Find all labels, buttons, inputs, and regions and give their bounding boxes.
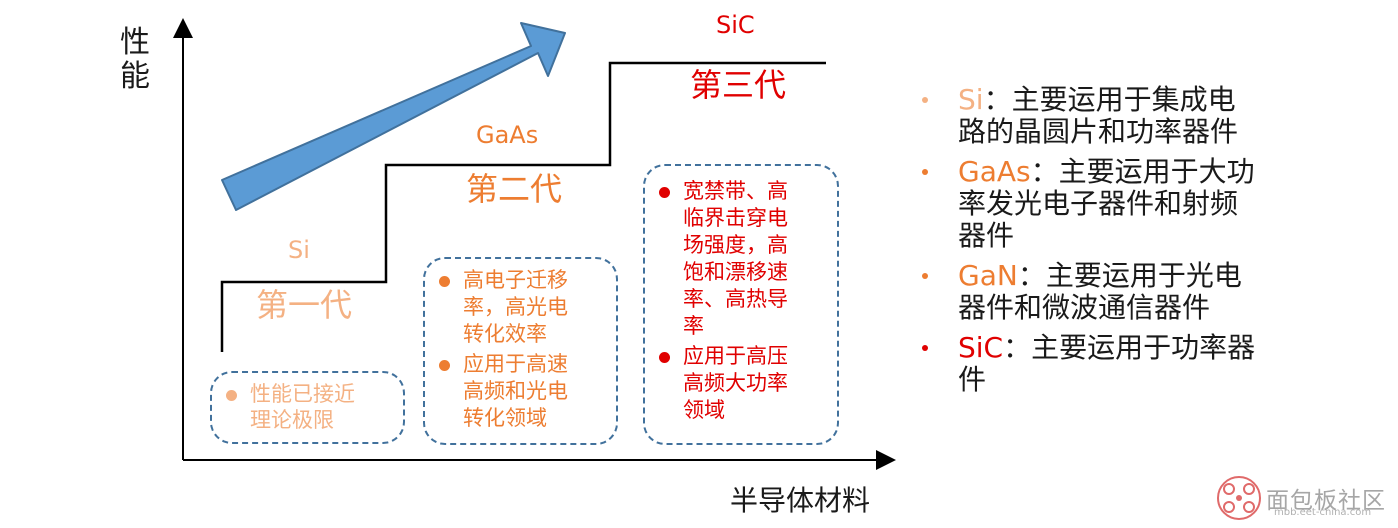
application-line: 器件和微波通信器件 [958,291,1211,324]
application-text: 主要运用于大功 [1058,155,1255,188]
network-logo-icon [1217,476,1261,520]
application-separator: ： [1017,259,1046,292]
bullet-dot-icon [922,345,928,351]
application-item-gan: GaN：主要运用于光电 器件和微波通信器件 [920,260,1255,324]
application-text: 主要运用于集成电 [1011,83,1236,116]
gen2-feature-box: 高电子迁移 率，高光电 转化效率 应用于高速 高频和光电 转化领域 [423,257,618,445]
applications-list: Si：主要运用于集成电 路的晶圆片和功率器件 GaAs：主要运用于大功 率发光电… [920,84,1255,396]
application-separator: ： [1030,155,1059,188]
application-separator: ： [983,83,1012,116]
application-text: 主要运用于光电 [1045,259,1242,292]
growth-arrow-icon [221,22,566,211]
y-axis-label-top: 性 [120,25,150,60]
gen3-bullet: 宽禁带、高 临界击穿电 场强度，高 饱和漂移速 率、高热导 率 [655,178,788,340]
application-line: 器件 [958,219,1015,252]
bullet-line: 应用于高速 [463,352,568,376]
material-sic: SiC [716,11,755,39]
bullet-dot-icon [439,360,450,371]
application-item-gaas: GaAs：主要运用于大功 率发光电子器件和射频 器件 [920,156,1255,252]
application-line: GaAs：主要运用于大功 [958,156,1255,188]
material-gaas: GaAs [476,121,539,149]
y-axis-label-bottom: 能 [120,59,150,94]
bullet-dot-icon [922,273,928,279]
gen2-bullet: 应用于高速 高频和光电 转化领域 [435,351,568,432]
application-text: 主要运用于功率器 [1031,331,1256,364]
bullet-line: 性能已接近 [250,382,355,406]
bullet-line: 转化领域 [463,406,547,430]
application-material: SiC [958,331,1004,364]
bullet-line: 领域 [683,398,725,422]
bullet-line: 临界击穿电 [683,206,788,230]
application-material: Si [958,83,984,116]
gen3-feature-box: 宽禁带、高 临界击穿电 场强度，高 饱和漂移速 率、高热导 率 应用于高压 高频… [643,164,839,445]
bullet-dot-icon [922,97,928,103]
gen-label-first: 第一代 [256,286,353,324]
bullet-line: 转化效率 [463,322,547,346]
gen2-bullet: 高电子迁移 率，高光电 转化效率 [435,267,568,348]
gen-label-third: 第三代 [690,66,787,104]
bullet-line: 宽禁带、高 [683,179,788,203]
gen1-feature-box: 性能已接近 理论极限 [210,371,405,444]
bullet-line: 高频和光电 [463,379,568,403]
application-material: GaN [958,259,1018,292]
bullet-dot-icon [922,169,928,175]
application-line: GaN：主要运用于光电 [958,260,1255,292]
bullet-line: 高频大功率 [683,371,788,395]
bullet-dot-icon [659,187,670,198]
x-axis-label: 半导体材料 [730,484,871,517]
material-si: Si [288,236,310,264]
application-item-si: Si：主要运用于集成电 路的晶圆片和功率器件 [920,84,1255,148]
application-line: SiC：主要运用于功率器 [958,332,1255,364]
application-line: Si：主要运用于集成电 [958,84,1255,116]
bullet-dot-icon [439,276,450,287]
bullet-line: 率，高光电 [463,295,568,319]
performance-step-line [220,61,826,352]
gen3-bullet: 应用于高压 高频大功率 领域 [655,343,788,424]
bullet-line: 场强度，高 [683,233,788,257]
application-line: 率发光电子器件和射频 [958,187,1239,220]
bullet-line: 率、高热导 [683,287,788,311]
application-separator: ： [1003,331,1032,364]
bullet-line: 率 [683,314,704,338]
bullet-dot-icon [226,390,237,401]
bullet-line: 高电子迁移 [463,268,568,292]
watermark-text: 面包板社区 [1266,488,1386,514]
gen1-bullet: 性能已接近 理论极限 [222,381,355,433]
application-material: GaAs [958,155,1031,188]
application-line: 件 [958,363,987,396]
watermark-url: mbb.eet-china.com [1274,507,1372,518]
bullet-line: 应用于高压 [683,344,788,368]
gen-label-second: 第二代 [466,170,563,208]
bullet-dot-icon [659,352,670,363]
application-line: 路的晶圆片和功率器件 [958,115,1239,148]
application-item-sic: SiC：主要运用于功率器 件 [920,332,1255,396]
bullet-line: 理论极限 [250,408,334,432]
bullet-line: 饱和漂移速 [683,260,788,284]
